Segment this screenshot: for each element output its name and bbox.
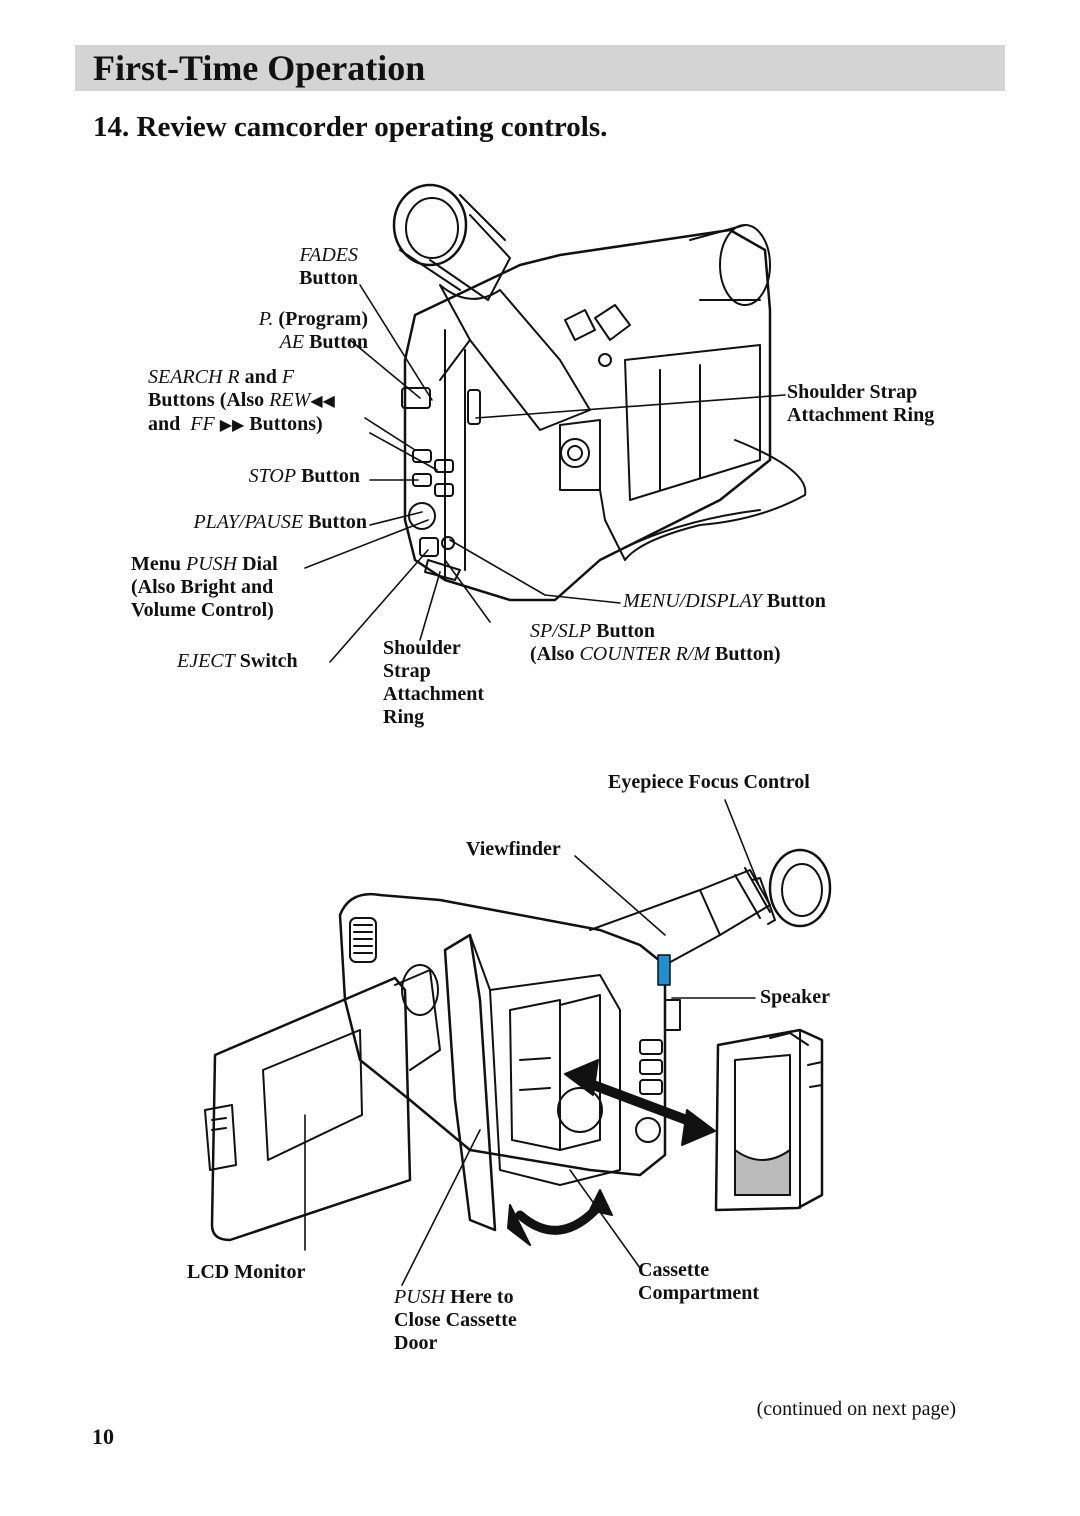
continued-note: (continued on next page) <box>756 1398 956 1420</box>
label-program-ae-button: P. (Program) AE Button <box>258 308 368 353</box>
section-header-bar: First-Time Operation <box>75 45 1005 91</box>
figure2-leader-lines <box>304 799 761 1286</box>
label-cassette-compartment: Cassette Compartment <box>638 1259 760 1304</box>
label-lcd-monitor: LCD Monitor <box>187 1261 306 1283</box>
label-shoulder-strap-ring-right: Shoulder Strap Attachment Ring <box>787 381 935 426</box>
step-heading: 14. Review camcorder operating controls. <box>93 111 608 143</box>
label-eyepiece-focus-control: Eyepiece Focus Control <box>608 771 810 793</box>
label-menu-push-dial: Menu PUSH Dial (Also Bright and Volume C… <box>131 553 278 621</box>
label-speaker: Speaker <box>760 986 830 1008</box>
page-number: 10 <box>92 1424 114 1449</box>
camcorder-open-view <box>204 848 832 1246</box>
label-menu-display-button: MENU/DISPLAY Button <box>623 590 826 612</box>
label-eject-switch: EJECT Switch <box>177 650 298 672</box>
blue-accent-marker <box>657 954 671 986</box>
label-search-buttons: SEARCH R and F Buttons (Also REW◀◀ and F… <box>148 366 335 435</box>
figure1-leader-lines <box>304 284 786 663</box>
fast-forward-icon: ▶▶ <box>219 417 245 434</box>
label-shoulder-strap-ring-bottom: Shoulder Strap Attachment Ring <box>383 637 485 728</box>
section-title: First-Time Operation <box>93 48 426 88</box>
label-sp-slp-button: SP/SLP Button (Also COUNTER R/M Button) <box>530 620 781 665</box>
label-fades-button: FADES Button <box>299 244 358 289</box>
label-push-close-cassette-door: PUSH Here to Close Cassette Door <box>394 1286 517 1354</box>
label-stop-button: STOP Button <box>248 465 360 487</box>
camcorder-side-view <box>392 183 807 602</box>
label-play-pause-button: PLAY/PAUSE Button <box>193 511 367 533</box>
label-viewfinder: Viewfinder <box>466 838 561 860</box>
rewind-icon: ◀◀ <box>310 393 335 410</box>
